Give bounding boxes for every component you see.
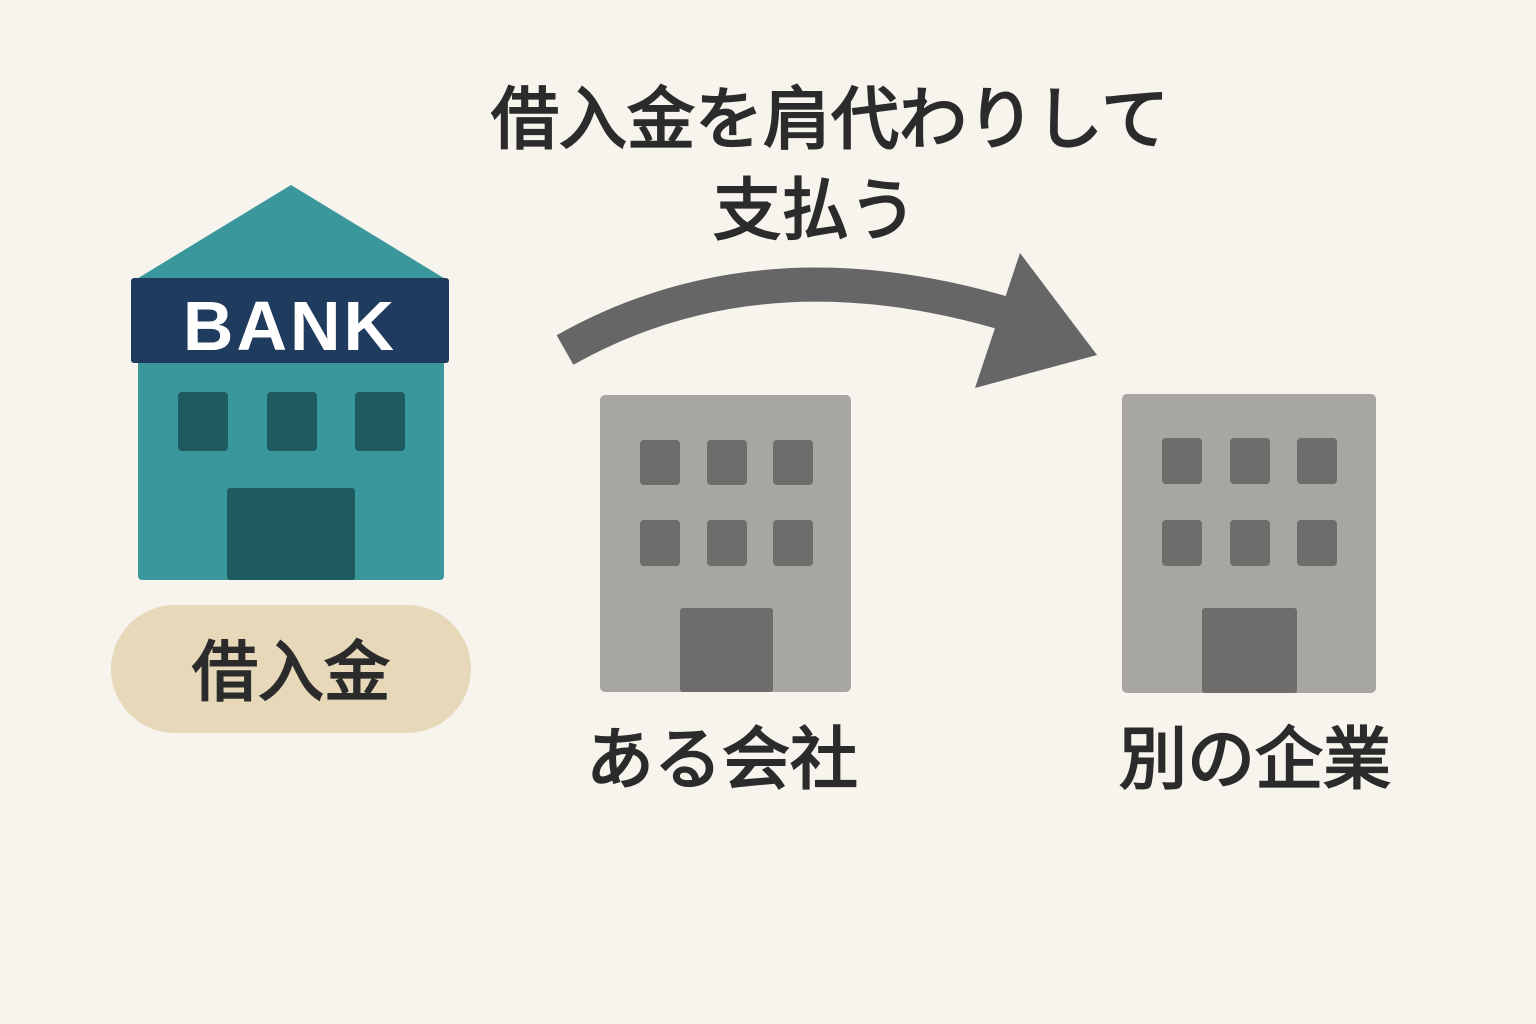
loan-pill: [111, 605, 471, 733]
arrow-head: [975, 253, 1097, 388]
building-window: [707, 520, 747, 566]
building-window: [1230, 520, 1270, 566]
bank-building-icon: BANK: [131, 185, 449, 580]
building-window: [1297, 520, 1337, 566]
company-b-label: 別の企業: [1119, 721, 1391, 800]
company-a-building-icon: [600, 395, 851, 692]
arrow-icon: [556, 253, 1097, 388]
building-window: [640, 520, 680, 566]
company-b-building-icon: [1122, 394, 1376, 693]
building-window: [773, 440, 813, 485]
building-window: [1230, 438, 1270, 484]
company-a-label: ある会社: [586, 721, 858, 800]
title-line-1: 借入金を肩代わりして: [490, 81, 1169, 160]
building-window: [1162, 520, 1202, 566]
bank-door: [227, 488, 355, 580]
arrow-shaft: [556, 267, 1015, 365]
building-window: [1162, 438, 1202, 484]
bank-window: [178, 392, 228, 451]
loan-label: 借入金: [191, 634, 391, 711]
building-window: [1297, 438, 1337, 484]
building-window: [773, 520, 813, 566]
building-window: [707, 440, 747, 485]
building-door: [1202, 608, 1297, 693]
bank-sign: [131, 278, 449, 363]
building-window: [640, 440, 680, 485]
bank-sign-text: BANK: [183, 287, 397, 365]
loan-badge: 借入金: [111, 605, 471, 733]
title-line-2: 支払う: [713, 172, 917, 251]
building-door: [680, 608, 773, 692]
bank-roof: [135, 185, 447, 280]
bank-window: [355, 392, 405, 451]
bank-window: [267, 392, 317, 451]
